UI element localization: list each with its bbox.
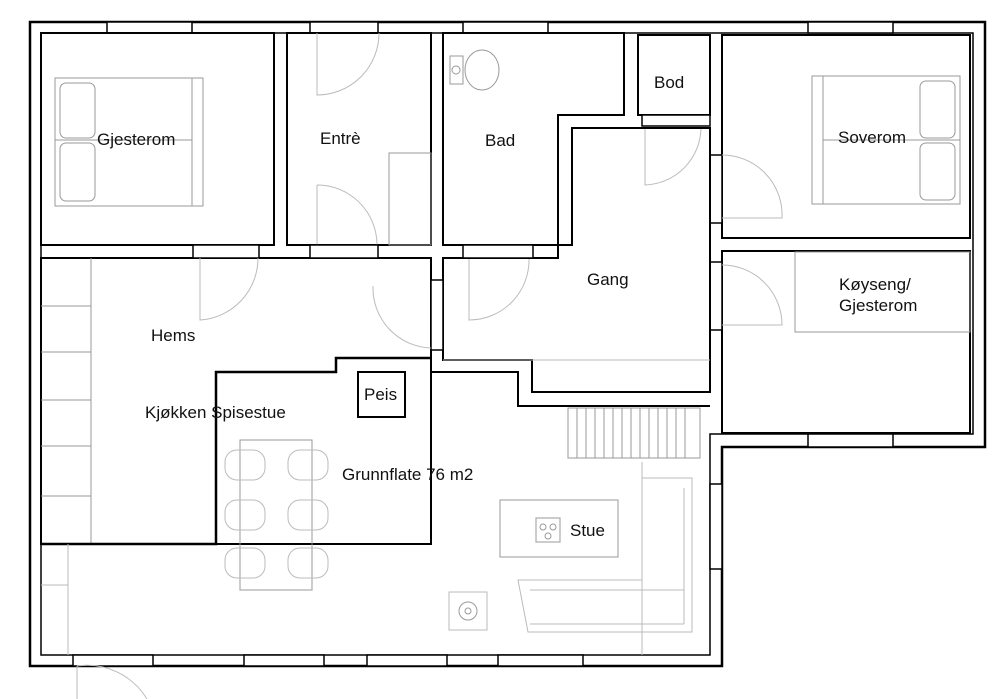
label-bad: Bad <box>485 131 515 150</box>
kitchen-counter <box>41 544 69 655</box>
label-koyseng-1: Køyseng/ <box>839 275 911 294</box>
label-hems: Hems <box>151 326 195 345</box>
living-wall <box>431 371 710 407</box>
room-bod <box>637 34 711 186</box>
dining-table <box>224 439 329 591</box>
room-soverom <box>709 34 971 239</box>
peis-fireplace <box>357 371 406 418</box>
label-soverom: Soverom <box>838 128 906 147</box>
coffee-table <box>499 499 619 558</box>
label-gang: Gang <box>587 270 629 289</box>
exterior-door-swing <box>76 664 148 699</box>
stairs <box>567 407 701 459</box>
label-bod: Bod <box>654 73 684 92</box>
mezzanine-edge <box>41 356 431 546</box>
label-grunnflate: Grunnflate 76 m2 <box>342 465 473 484</box>
label-gjesterom: Gjesterom <box>97 130 175 149</box>
outer-wall <box>28 20 987 668</box>
room-bad <box>442 32 625 321</box>
label-stue: Stue <box>570 521 605 540</box>
room-hems <box>40 244 444 545</box>
label-peis: Peis <box>364 385 397 404</box>
windows <box>72 21 894 667</box>
label-entre: Entrè <box>320 129 361 148</box>
room-gang <box>442 127 711 393</box>
outer-wall-inner <box>40 32 974 656</box>
sofa <box>517 462 693 655</box>
room-gjesterom <box>40 32 275 246</box>
label-koyseng-2: Gjesterom <box>839 296 917 315</box>
stove-icon <box>448 591 488 631</box>
label-kjokken-spisestue: Kjøkken Spisestue <box>145 403 286 422</box>
